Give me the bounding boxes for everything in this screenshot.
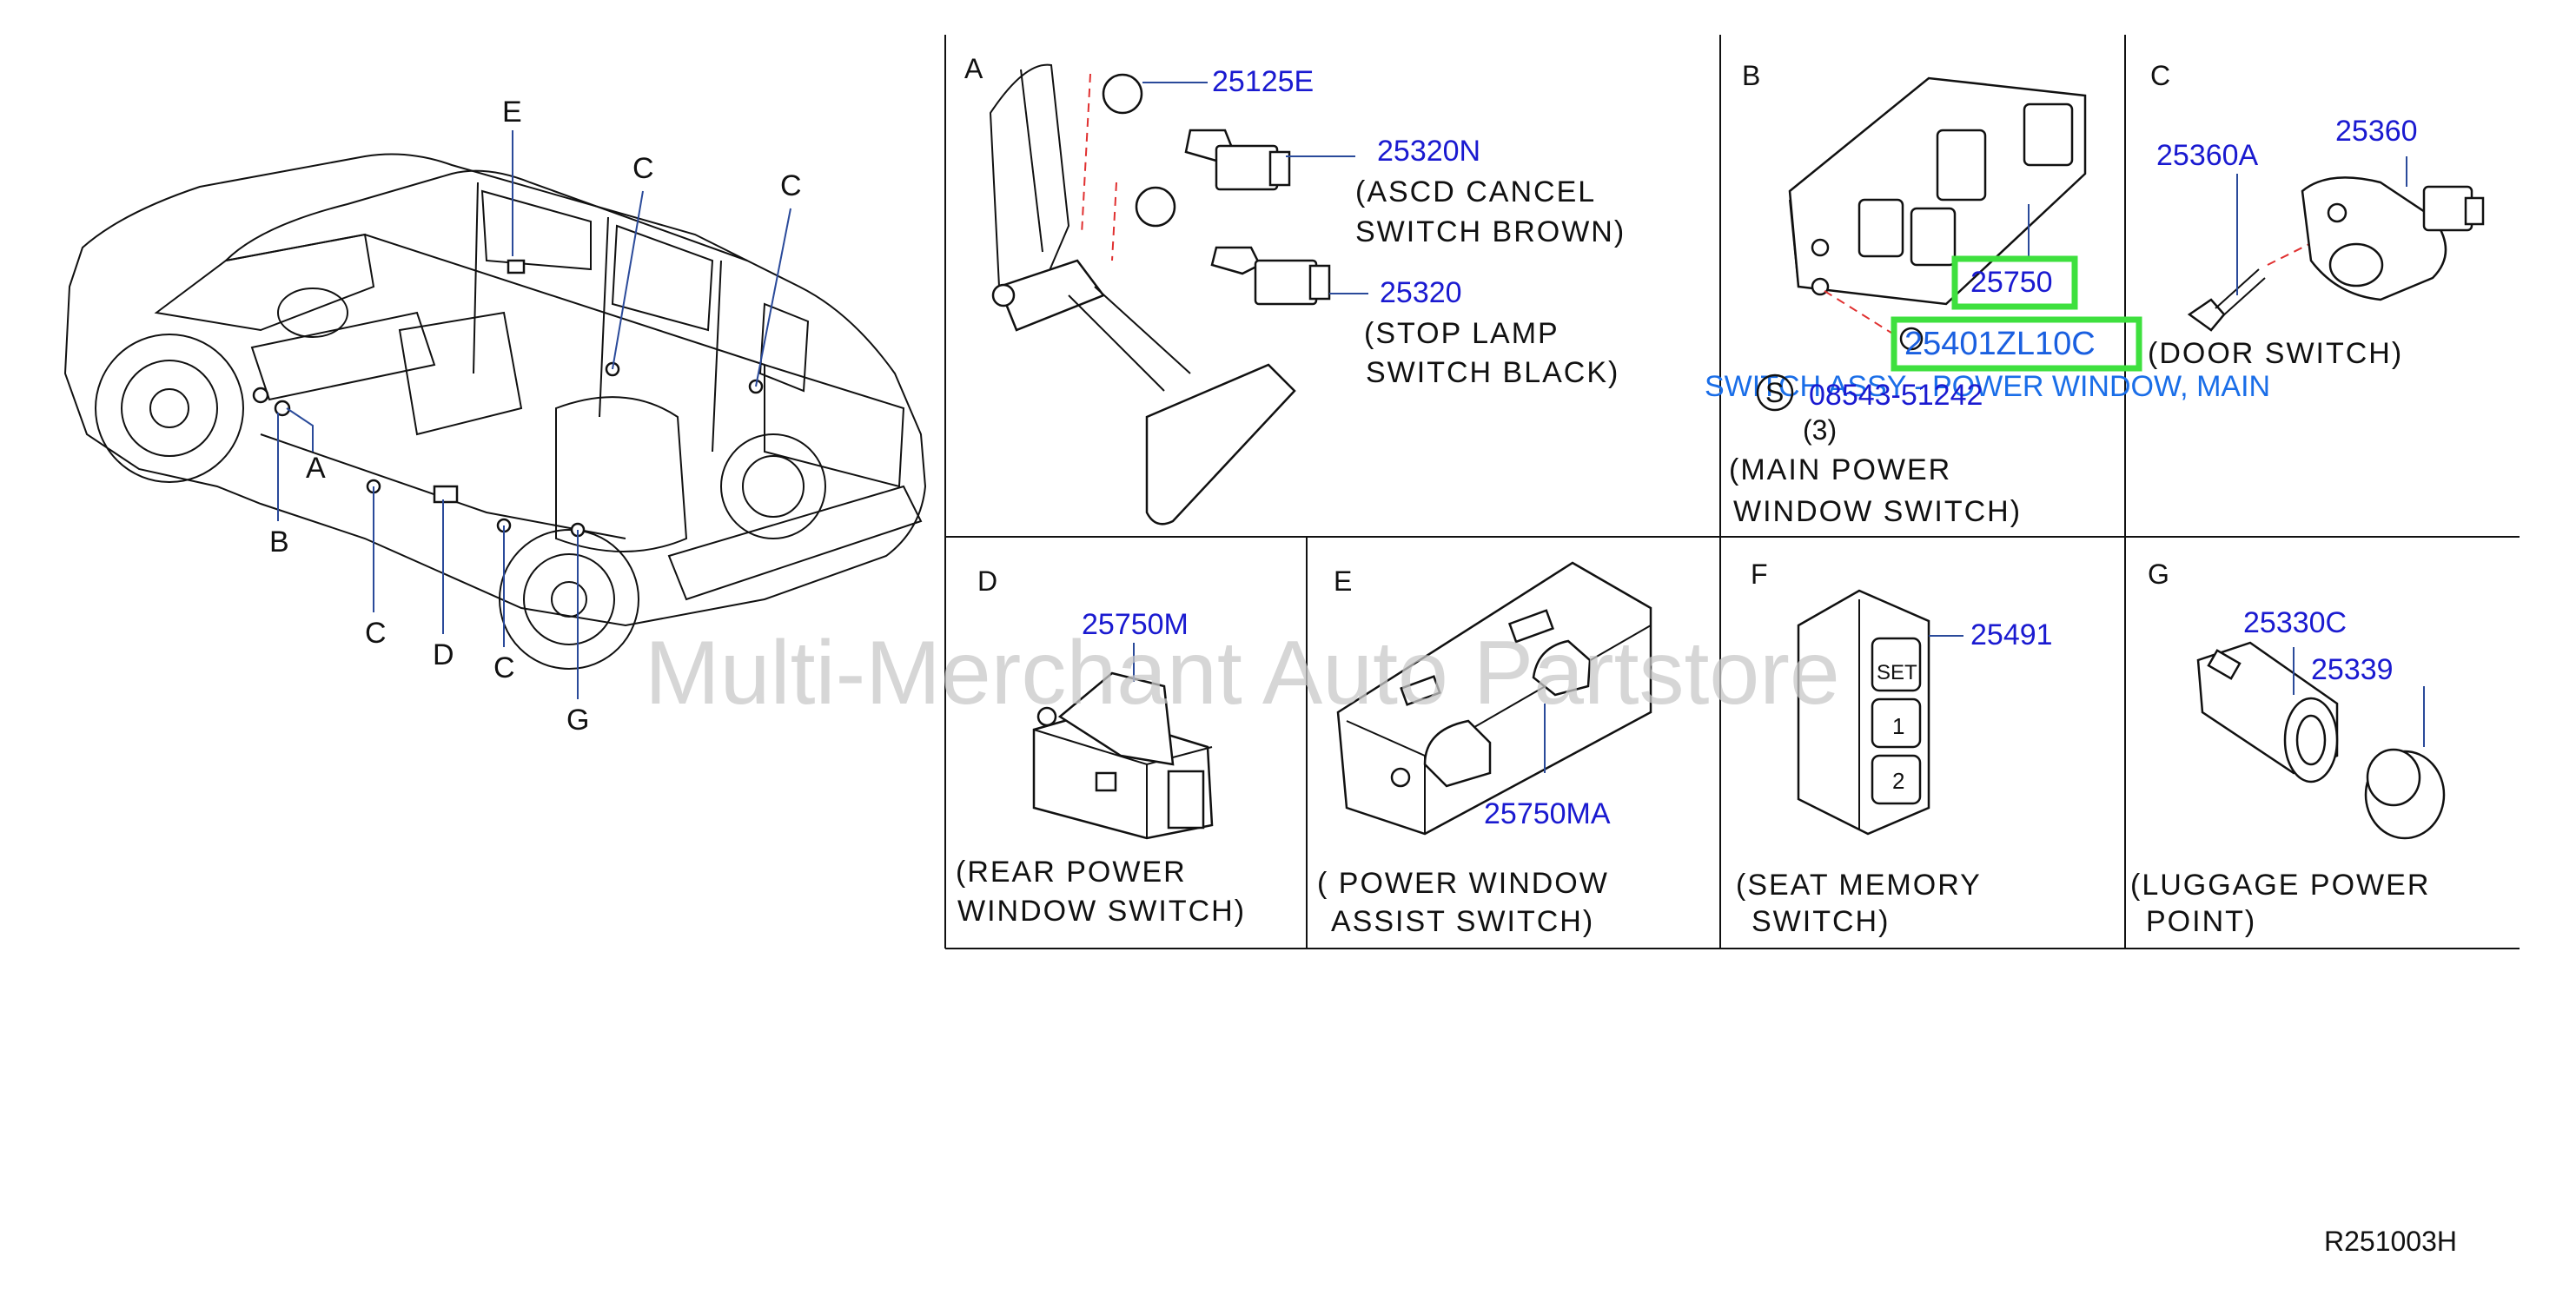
section-letter-d: D (977, 565, 997, 597)
desc-door-switch: (DOOR SWITCH) (2148, 337, 2403, 370)
vehicle-illustration: E C C A B C D C G (63, 96, 927, 737)
screw-quantity: (3) (1803, 414, 1837, 446)
part-number-25320[interactable]: 25320 (1380, 276, 1462, 309)
callout-switch-assy: SWITCH ASSY - POWER WINDOW, MAIN (1705, 370, 2270, 403)
seat-button-1: 1 (1892, 713, 1904, 739)
section-c: C 25360A 25360 (DOOR SWITCH) (2148, 60, 2485, 370)
vehicle-letter-c-2: C (780, 169, 804, 202)
watermark: Multi-Merchant Auto Partstore (645, 623, 1840, 724)
desc-stop-lamp-2: SWITCH BLACK) (1366, 356, 1619, 389)
section-letter-g: G (2148, 559, 2169, 590)
section-letter-f: F (1751, 559, 1768, 590)
desc-rear-power-1: (REAR POWER (956, 856, 1187, 889)
desc-ascd-cancel-2: SWITCH BROWN) (1355, 215, 1626, 248)
section-f: F SET 1 2 25491 (SEAT MEMORY SWITCH) (1736, 559, 2053, 938)
seat-button-set: SET (1877, 661, 1917, 684)
section-a: A 25125E 25320N (ASCD CANCEL SWITCH BROW… (964, 53, 1626, 526)
desc-luggage-power-1: (LUGGAGE POWER (2130, 869, 2430, 902)
section-g: G 25330C 25339 (LUGGAGE POWER POINT) (2130, 559, 2446, 938)
part-number-25750ma[interactable]: 25750MA (1484, 797, 1611, 830)
part-number-25125e[interactable]: 25125E (1212, 65, 1314, 98)
part-number-25360a[interactable]: 25360A (2156, 139, 2259, 172)
vehicle-letter-c-1: C (632, 152, 656, 185)
vehicle-letter-b: B (269, 526, 291, 559)
highlight-box-25750 (1951, 255, 2078, 310)
vehicle-letter-g: G (566, 704, 591, 737)
screw-symbol: S (1765, 377, 1784, 408)
vehicle-letter-c-4: C (493, 651, 517, 684)
highlight-box-25401zl10c (1891, 316, 2142, 372)
vehicle-letter-c-3: C (365, 617, 388, 650)
desc-luggage-power-2: POINT) (2146, 905, 2256, 938)
seat-button-2: 2 (1892, 768, 1904, 794)
desc-power-window-assist-2: ASSIST SWITCH) (1331, 905, 1594, 938)
desc-main-power-2: WINDOW SWITCH) (1733, 495, 2022, 528)
desc-stop-lamp-1: (STOP LAMP (1364, 317, 1560, 350)
part-number-25330c[interactable]: 25330C (2243, 606, 2347, 639)
section-d: D 25750M (REAR POWER WINDOW SWITCH) (956, 565, 1246, 928)
desc-seat-memory-1: (SEAT MEMORY (1736, 869, 1982, 902)
section-letter-b: B (1742, 60, 1760, 91)
section-b: B 25750 25401ZL10C SWITCH ASSY - POWER W… (1705, 60, 2270, 528)
section-letter-c: C (2150, 60, 2170, 91)
desc-seat-memory-2: SWITCH) (1752, 905, 1890, 938)
part-number-25339[interactable]: 25339 (2311, 653, 2394, 686)
section-e: E 25750MA ( POWER WINDOW ASSIST SWITCH) (1317, 561, 1652, 938)
vehicle-letter-e: E (502, 96, 524, 129)
part-number-25401zl10c[interactable]: 25401ZL10C (1904, 326, 2096, 362)
desc-rear-power-2: WINDOW SWITCH) (957, 895, 1246, 928)
section-letter-a: A (964, 53, 983, 84)
part-number-25320n[interactable]: 25320N (1377, 135, 1480, 168)
vehicle-letter-d: D (433, 638, 456, 671)
part-number-25750[interactable]: 25750 (1970, 266, 2053, 299)
part-number-25750m[interactable]: 25750M (1082, 608, 1189, 641)
desc-ascd-cancel-1: (ASCD CANCEL (1355, 175, 1596, 208)
desc-power-window-assist-1: ( POWER WINDOW (1317, 867, 1609, 900)
diagram-reference: R251003H (2324, 1226, 2457, 1257)
desc-main-power-1: (MAIN POWER (1729, 453, 1951, 486)
vehicle-letter-a: A (306, 452, 328, 485)
part-number-25360[interactable]: 25360 (2335, 115, 2418, 148)
part-number-25491[interactable]: 25491 (1970, 618, 2053, 651)
screw-number[interactable]: 08543-51242 (1809, 379, 1983, 412)
section-grid (944, 35, 2520, 949)
section-letter-e: E (1334, 565, 1352, 597)
